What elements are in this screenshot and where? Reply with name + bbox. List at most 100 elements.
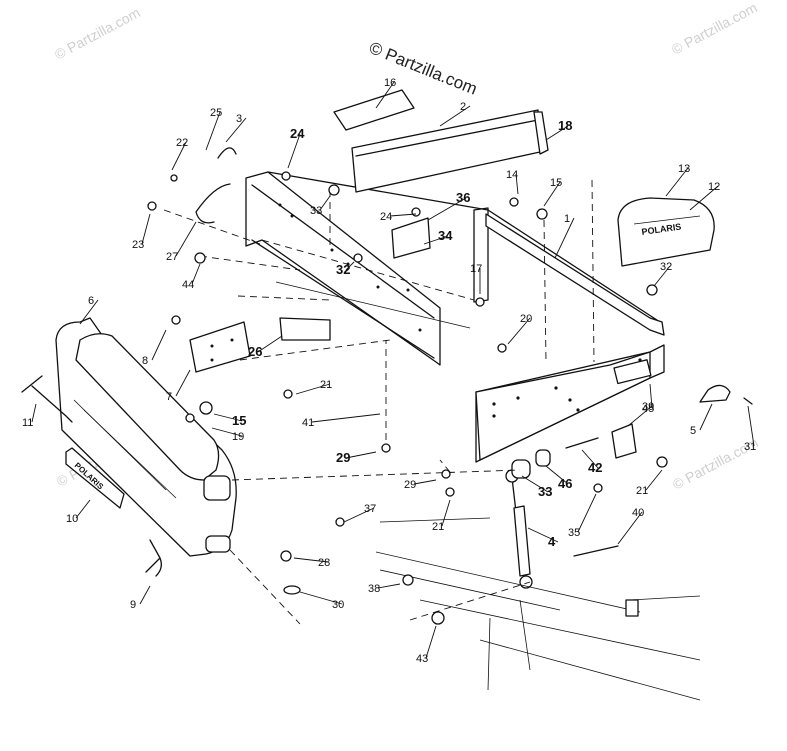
callout-leader <box>191 263 201 285</box>
callout-42: 42 <box>581 449 602 475</box>
callout-30: 30 <box>299 591 344 611</box>
callout-36: 36 <box>427 190 470 221</box>
callout-number: 17 <box>470 263 482 275</box>
callout-number: 43 <box>416 653 428 665</box>
callout-leader <box>665 167 689 197</box>
washer-icon <box>171 315 181 325</box>
callout-number: 13 <box>678 163 690 175</box>
nut-icon <box>431 611 445 625</box>
callout-7: 7 <box>166 369 191 403</box>
callout-37: 37 <box>343 503 376 523</box>
callout-40: 40 <box>617 507 644 545</box>
callout-24: 24 <box>287 126 305 169</box>
callout-1: 1 <box>554 213 575 259</box>
watermark-top-right: © Partzilla.com <box>669 0 760 58</box>
callout-5: 5 <box>690 403 713 437</box>
bolt-head-icon <box>335 517 345 527</box>
nut-icon <box>147 201 157 211</box>
callout-number: 24 <box>290 126 305 141</box>
callout-number: 21 <box>636 485 648 497</box>
callout-number: 25 <box>210 107 222 119</box>
callout-leader <box>319 195 331 211</box>
callout-number: 33 <box>310 205 322 217</box>
safety-cable <box>195 183 231 224</box>
callout-leader <box>31 403 37 423</box>
callout-leader <box>689 185 719 211</box>
callout-26: 26 <box>248 335 283 359</box>
callout-number: 4 <box>548 534 556 549</box>
hardware <box>147 171 753 625</box>
corner-bracket <box>533 111 549 155</box>
callout-number: 15 <box>550 177 562 189</box>
nut-icon <box>656 456 668 468</box>
callout-number: 2 <box>460 101 466 113</box>
callout-16: 16 <box>375 77 396 109</box>
callout-9: 9 <box>130 585 151 611</box>
callout-leader <box>213 413 243 422</box>
callout-leader <box>79 299 99 325</box>
t-handle-key <box>21 375 73 423</box>
bushing-46 <box>535 449 551 467</box>
callout-27: 27 <box>166 221 197 263</box>
callout-number: 29 <box>404 479 416 491</box>
callout-number: 36 <box>456 190 470 205</box>
callout-leader <box>545 465 569 485</box>
callout-45: 45 <box>642 383 654 415</box>
callout-number: 37 <box>364 503 376 515</box>
bracket-plate <box>189 321 251 373</box>
callout-number: 1 <box>564 213 570 225</box>
callout-number: 26 <box>248 344 262 359</box>
callout-leader <box>139 585 151 605</box>
callout-number: 9 <box>130 599 136 611</box>
callout-number: 42 <box>588 460 602 475</box>
callout-15: 15 <box>213 413 246 428</box>
hinge-bracket <box>611 423 637 459</box>
bushing-33 <box>511 459 531 479</box>
decal-strip <box>333 89 415 131</box>
callout-10: 10 <box>66 499 91 525</box>
callout-2: 2 <box>439 101 471 127</box>
callout-leader <box>225 117 247 143</box>
callout-number: 27 <box>166 251 178 263</box>
callout-leader <box>649 383 653 409</box>
callout-number: 16 <box>384 77 396 89</box>
nut-icon <box>475 297 485 307</box>
callout-leader <box>75 499 91 519</box>
callout-leader <box>427 197 467 221</box>
callout-leader <box>343 507 375 523</box>
seat-back-cushion: POLARIS <box>617 197 715 267</box>
callout-number: 12 <box>708 181 720 193</box>
callout-18: 18 <box>545 118 572 141</box>
callout-leader <box>257 335 283 353</box>
callout-number: 3 <box>236 113 242 125</box>
callout-leader <box>345 261 355 271</box>
callout-number: 18 <box>558 118 572 133</box>
callout-32: 32 <box>336 261 355 277</box>
callout-number: 6 <box>88 295 94 307</box>
callout-leader <box>375 81 395 109</box>
callout-leader <box>141 213 151 245</box>
callout-39: 39 <box>627 401 654 427</box>
callout-number: 46 <box>558 476 572 491</box>
callout-number: 40 <box>632 507 644 519</box>
callout-number: 11 <box>22 417 33 429</box>
washer-icon <box>536 208 548 220</box>
box-latch <box>203 475 231 501</box>
callout-44: 44 <box>182 263 201 291</box>
bolt-head-icon <box>328 184 340 196</box>
nut-icon <box>646 284 658 296</box>
long-bolt-40 <box>573 545 619 557</box>
callout-leader <box>345 451 377 459</box>
callout-leader <box>521 475 549 493</box>
assembly-guide-lines <box>163 179 595 625</box>
callout-leader <box>554 217 575 259</box>
callout-leader <box>293 557 329 563</box>
callout-leader <box>171 141 187 171</box>
hitch-pin <box>145 539 162 577</box>
callout-3: 3 <box>225 113 247 143</box>
callout-32: 32 <box>653 261 672 287</box>
callout-number: 14 <box>506 169 518 181</box>
callout-number: 41 <box>302 417 314 429</box>
vehicle-frame-outline <box>375 517 701 701</box>
